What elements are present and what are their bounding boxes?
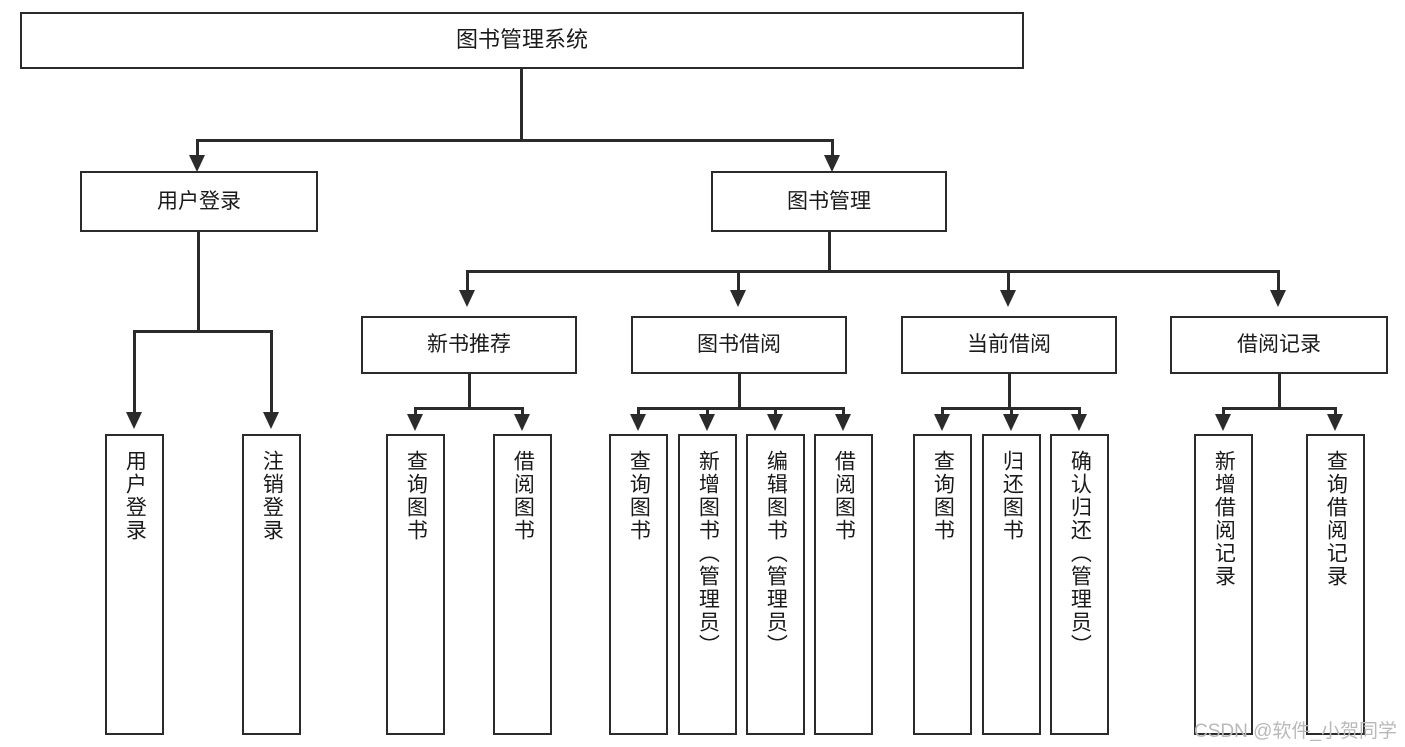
connector-borrow-record-stem: [1278, 374, 1281, 409]
connector-new-book-stem: [468, 374, 471, 409]
leaf-logout[interactable]: 注销登录: [242, 434, 301, 735]
arrowhead-book-management: [824, 155, 840, 172]
arrowhead-leaf-edit-book: [767, 414, 783, 431]
node-book-management[interactable]: 图书管理: [711, 171, 947, 232]
leaf-query-book-2[interactable]: 查询图书: [609, 434, 668, 735]
connector-current-borrow-drop-2: [1010, 407, 1013, 417]
arrowhead-leaf-confirm-return: [1071, 414, 1087, 431]
node-user-login[interactable]: 用户登录: [80, 171, 318, 232]
connector-user-login-drop-1: [133, 330, 136, 415]
leaf-query-book-3[interactable]: 查询图书: [913, 434, 972, 735]
leaf-return-book[interactable]: 归还图书: [982, 434, 1041, 735]
node-new-book-recommend[interactable]: 新书推荐: [361, 316, 577, 374]
csdn-watermark: CSDN @软件_小贺同学: [1194, 721, 1397, 742]
arrowhead-leaf-borrow-book-1: [514, 414, 530, 431]
connector-l3-drop-new-book: [466, 270, 469, 293]
connector-user-login-drop-2: [270, 330, 273, 415]
connector-new-book-drop-1: [414, 407, 417, 417]
arrowhead-leaf-query-book-1: [407, 414, 423, 431]
arrowhead-new-book-recommend: [459, 290, 475, 307]
arrowhead-leaf-add-record: [1215, 414, 1231, 431]
arrowhead-current-borrow: [1000, 290, 1016, 307]
arrowhead-book-borrow: [730, 290, 746, 307]
arrowhead-leaf-add-book: [699, 414, 715, 431]
connector-user-login-stem: [197, 232, 200, 332]
connector-root-to-user-login: [196, 139, 199, 159]
node-root[interactable]: 图书管理系统: [20, 12, 1024, 69]
connector-new-book-drop-2: [521, 407, 524, 417]
connector-book-management-stem: [828, 232, 831, 272]
arrowhead-leaf-query-book-2: [630, 414, 646, 431]
arrowhead-leaf-user-login: [126, 412, 142, 429]
connector-book-borrow-drop-1: [637, 407, 640, 417]
leaf-add-book[interactable]: 新增图书（管理员）: [678, 434, 737, 735]
leaf-add-record[interactable]: 新增借阅记录: [1194, 434, 1253, 735]
connector-user-login-bus: [133, 330, 273, 333]
connector-borrow-record-drop-2: [1334, 407, 1337, 417]
arrowhead-user-login: [189, 155, 205, 172]
connector-book-borrow-bus: [637, 407, 845, 410]
node-borrow-record[interactable]: 借阅记录: [1170, 316, 1388, 374]
leaf-borrow-book-1[interactable]: 借阅图书: [493, 434, 552, 735]
connector-book-borrow-drop-4: [842, 407, 845, 417]
leaf-edit-book[interactable]: 编辑图书（管理员）: [746, 434, 805, 735]
node-current-borrow[interactable]: 当前借阅: [901, 316, 1117, 374]
leaf-borrow-book-2[interactable]: 借阅图书: [814, 434, 873, 735]
arrowhead-leaf-query-book-3: [934, 414, 950, 431]
connector-l3-drop-current-borrow: [1007, 270, 1010, 293]
leaf-user-login[interactable]: 用户登录: [105, 434, 164, 735]
connector-l3-drop-borrow-record: [1277, 270, 1280, 293]
connector-l3-drop-book-borrow: [737, 270, 740, 293]
leaf-query-book-1[interactable]: 查询图书: [386, 434, 445, 735]
node-book-borrow[interactable]: 图书借阅: [631, 316, 847, 374]
arrowhead-leaf-logout: [263, 412, 279, 429]
connector-current-borrow-drop-1: [941, 407, 944, 417]
connector-borrow-record-drop-1: [1222, 407, 1225, 417]
arrowhead-leaf-borrow-book-2: [835, 414, 851, 431]
arrowhead-leaf-return-book: [1003, 414, 1019, 431]
connector-root-stem: [520, 68, 523, 140]
connector-root-bus: [196, 139, 834, 142]
leaf-query-record[interactable]: 查询借阅记录: [1306, 434, 1365, 735]
arrowhead-borrow-record: [1270, 290, 1286, 307]
connector-borrow-record-bus: [1222, 407, 1337, 410]
leaf-confirm-return[interactable]: 确认归还（管理员）: [1050, 434, 1109, 735]
connector-level3-bus: [466, 270, 1280, 273]
connector-new-book-bus: [414, 407, 524, 410]
connector-current-borrow-stem: [1008, 374, 1011, 409]
arrowhead-leaf-query-record: [1327, 414, 1343, 431]
connector-root-to-book-management: [831, 139, 834, 159]
connector-book-borrow-drop-2: [706, 407, 709, 417]
connector-book-borrow-drop-3: [774, 407, 777, 417]
connector-book-borrow-stem: [738, 374, 741, 409]
connector-current-borrow-drop-3: [1078, 407, 1081, 417]
